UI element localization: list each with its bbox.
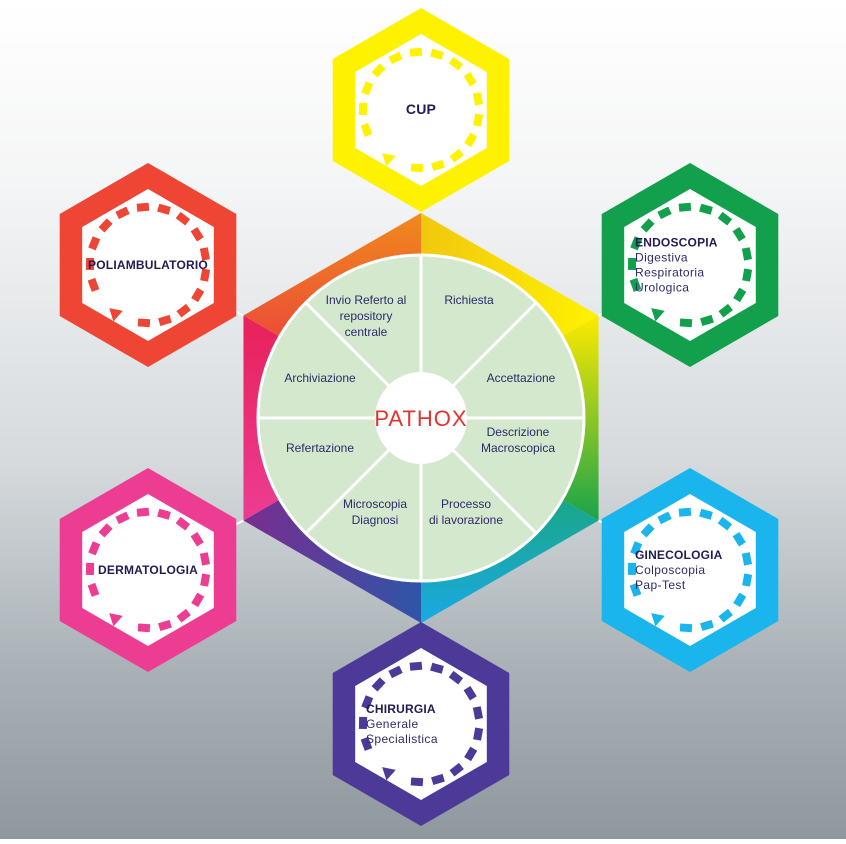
ginecologia-subtitle-line: Colposcopia [635,563,705,577]
endoscopia-title: ENDOSCOPIA [635,236,718,250]
cup-hexagon-inner [355,34,487,186]
poliambulatorio-title: POLIAMBULATORIO [88,258,208,272]
segment-archiviazione: Archiviazione [284,371,356,385]
ginecologia-title: GINECOLOGIA [635,548,723,562]
poliambulatorio-hexagon-inner [82,189,214,341]
endoscopia-subtitle-line: Respiratoria [635,266,705,280]
cycle-arrow-icon [358,661,484,787]
cycle-arrow-icon [85,202,211,328]
node-dermatologia: DERMATOLOGIA [59,468,237,672]
segment-divider [304,448,391,535]
segment-divider [451,448,538,535]
department-nodes: CUP ENDOSCOPIADigestivaRespiratoriaUrolog… [59,8,779,826]
endoscopia-subtitle-line: Urologica [635,281,689,295]
cycle-arrow-icon [358,47,484,173]
chirurgia-hexagon-inner [355,648,487,800]
chirurgia-subtitle-line: Specialistica [366,732,438,746]
segment-divider [451,301,538,388]
endoscopia-hexagon-inner [624,189,756,341]
endoscopia-subtitle-line: Digestiva [635,251,688,265]
segment-accettazione: Accettazione [487,371,556,385]
node-cup: CUP [332,8,510,212]
ginecologia-subtitle-line: Pap-Test [635,578,686,592]
cycle-arrow-icon [627,202,753,328]
cup-title: CUP [406,101,436,117]
segment-refertazione: Refertazione [286,441,354,455]
ginecologia-hexagon-inner [624,494,756,646]
segment-richiesta: Richiesta [444,293,494,307]
chirurgia-subtitle-line: Generale [366,717,419,731]
cycle-arrow-icon [627,507,753,633]
center-label: PATHOX [374,406,467,431]
cycle-arrow-icon [85,507,211,633]
dermatologia-title: DERMATOLOGIA [98,563,198,577]
chirurgia-title: CHIRURGIA [366,702,436,716]
segment-divider [304,301,391,388]
dermatologia-hexagon-inner [82,494,214,646]
center-hub [375,372,467,464]
node-poliambulatorio: POLIAMBULATORIO [59,163,237,367]
